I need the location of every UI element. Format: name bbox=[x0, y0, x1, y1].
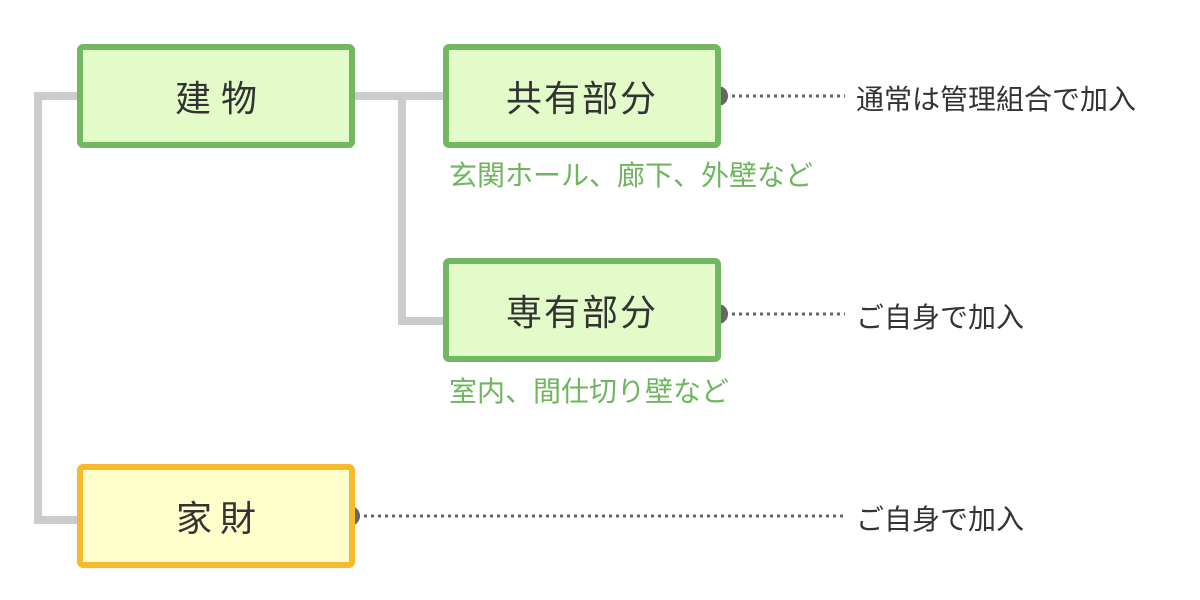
enrollment-common-area: 通常は管理組合で加入 bbox=[856, 83, 1137, 116]
node-household-goods-label: 家財 bbox=[175, 499, 264, 540]
enrollment-private-area: ご自身で加入 bbox=[856, 301, 1025, 334]
connector-root-trunk bbox=[34, 92, 77, 524]
node-household-goods: 家財 bbox=[77, 464, 355, 568]
note-common-area-examples: 玄関ホール、廊下、外壁など bbox=[449, 159, 814, 192]
node-private-area: 専有部分 bbox=[443, 258, 721, 362]
node-common-area-label: 共有部分 bbox=[505, 79, 658, 120]
node-building: 建物 bbox=[77, 44, 355, 148]
node-building-label: 建物 bbox=[174, 79, 267, 120]
node-common-area: 共有部分 bbox=[443, 44, 721, 148]
node-private-area-label: 専有部分 bbox=[505, 293, 658, 334]
note-private-area-examples: 室内、間仕切り壁など bbox=[449, 375, 730, 408]
connector-building-to-private bbox=[398, 96, 443, 325]
enrollment-household-goods: ご自身で加入 bbox=[856, 503, 1025, 536]
